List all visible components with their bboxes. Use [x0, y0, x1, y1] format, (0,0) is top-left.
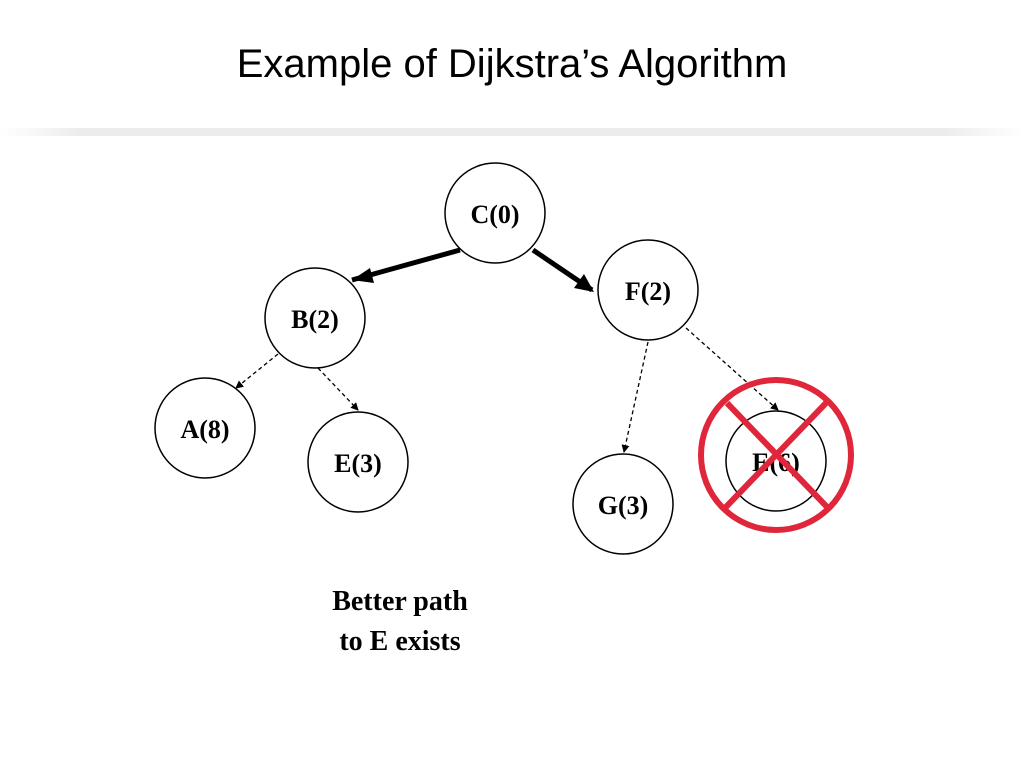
- node-g-label: G(3): [598, 491, 649, 520]
- edge-f-g: [621, 341, 649, 453]
- node-f: F(2): [597, 239, 699, 341]
- header-divider: [0, 128, 1024, 136]
- edge-b-e: [317, 367, 359, 411]
- node-g: G(3): [572, 453, 674, 555]
- node-b-label: B(2): [291, 305, 339, 334]
- edge-c-b: [351, 247, 461, 283]
- annotation-line-2: to E exists: [339, 626, 461, 657]
- node-e-6: E(6): [725, 410, 827, 512]
- node-a-label: A(8): [180, 415, 229, 444]
- slide-title: Example of Dijkstra’s Algorithm: [236, 42, 788, 86]
- node-e-3: E(3): [307, 411, 409, 513]
- annotation-line-1: Better path: [332, 586, 468, 617]
- node-a: A(8): [154, 377, 256, 479]
- node-e-3-label: E(3): [334, 449, 382, 478]
- edge-b-a: [235, 353, 279, 389]
- annotation-note: Better path to E exists: [290, 582, 510, 662]
- node-c-label: C(0): [470, 200, 519, 229]
- node-b: B(2): [264, 267, 366, 369]
- node-f-label: F(2): [625, 277, 671, 306]
- edge-c-f: [531, 247, 594, 293]
- node-c: C(0): [444, 162, 546, 264]
- cross-out-mark: [698, 377, 854, 533]
